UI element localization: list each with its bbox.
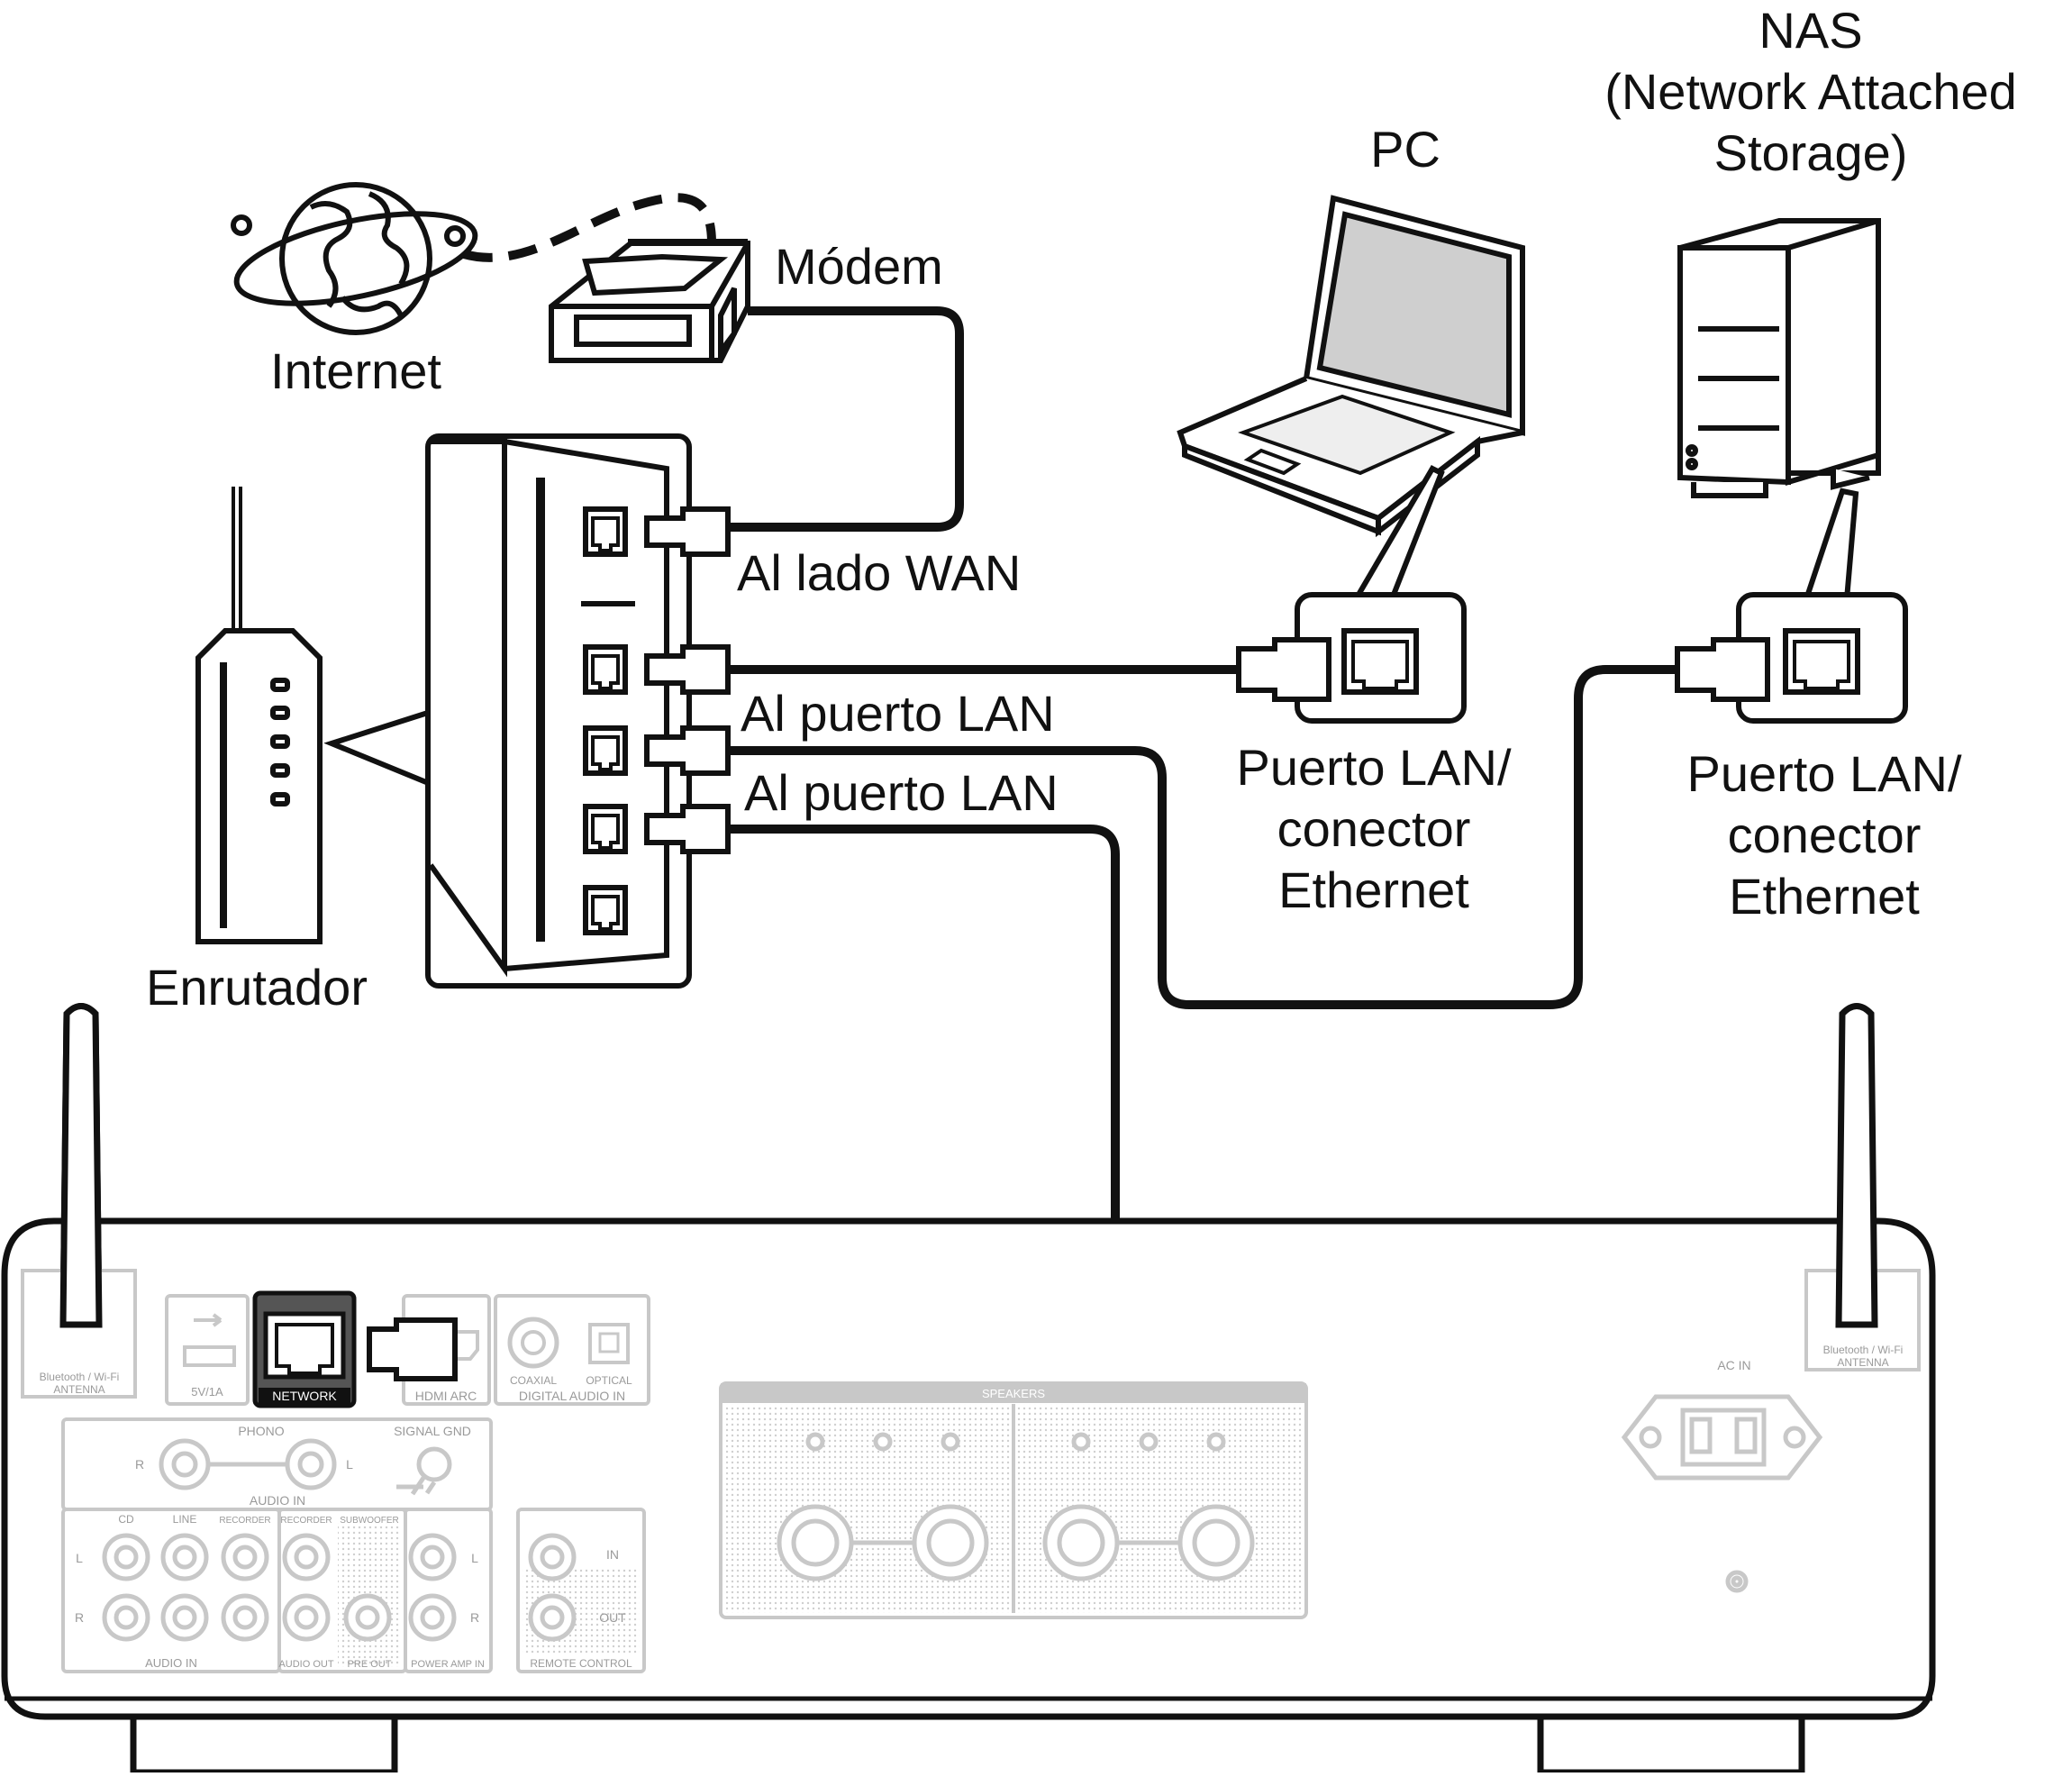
router-nas-cable <box>728 665 1677 1009</box>
pc-label: PC <box>1370 121 1440 178</box>
lan-port-label-2: Al puerto LAN <box>744 764 1059 821</box>
network-label: NETWORK <box>272 1389 337 1403</box>
amplifier-foot-right <box>1537 1713 1805 1776</box>
ac-inlet-icon <box>1621 1394 1823 1593</box>
wan-side-label: Al lado WAN <box>737 544 1022 601</box>
subwoofer-label: SUBWOOFER <box>340 1516 399 1526</box>
pc-laptop-icon <box>1177 195 1525 538</box>
optical-label: OPTICAL <box>586 1374 632 1387</box>
router-ports-callout <box>425 433 692 989</box>
signal-gnd-label: SIGNAL GND <box>394 1424 471 1438</box>
audio-in-l-label: L <box>76 1551 83 1565</box>
audio-in-top-label: AUDIO IN <box>250 1493 305 1508</box>
phono-l-label: L <box>346 1457 353 1472</box>
antenna-left-label-2: ANTENNA <box>53 1383 105 1396</box>
pre-out-label: PRE OUT <box>348 1659 392 1670</box>
nas-server-icon <box>1677 218 1881 498</box>
usb-label: 5V/1A <box>191 1385 223 1399</box>
internet-link-dashed <box>462 193 716 262</box>
power-amp-in-label: POWER AMP IN <box>411 1659 485 1670</box>
phono-r-label: R <box>135 1457 144 1472</box>
audio-in-bottom-label: AUDIO IN <box>145 1656 197 1670</box>
lan-port-label-1: Al puerto LAN <box>741 685 1055 742</box>
recorder-out-label: RECORDER <box>280 1516 332 1526</box>
amplifier-rear-panel <box>1 1003 1936 1776</box>
router-plugs <box>644 506 731 854</box>
antenna-right-icon <box>1804 1003 1921 1371</box>
digital-audio-in-label: DIGITAL AUDIO IN <box>519 1389 625 1403</box>
nas-ethernet-port-label: Puerto LAN/ conector Ethernet <box>1686 745 1962 925</box>
phono-label: PHONO <box>238 1424 284 1438</box>
power-amp-in-box <box>404 1508 493 1673</box>
remote-control-label: REMOTE CONTROL <box>530 1657 632 1670</box>
nas-label: NAS (Network Attached Storage) <box>1604 2 2017 181</box>
cd-label: CD <box>118 1513 134 1526</box>
amplifier-network-plug <box>367 1317 458 1381</box>
panel-labels: Bluetooth / Wi-Fi ANTENNA Bluetooth / Wi… <box>40 1344 1904 1670</box>
line-label: LINE <box>173 1513 197 1526</box>
hdmi-label: HDMI ARC <box>415 1389 477 1403</box>
remote-out-label: OUT <box>599 1610 626 1625</box>
router-label: Enrutador <box>146 959 368 1016</box>
power-amp-r-label: R <box>470 1610 479 1625</box>
pc-port-callout <box>1295 465 1467 724</box>
pc-plug <box>1236 637 1331 702</box>
audio-in-r-label: R <box>75 1610 84 1625</box>
modem-label: Módem <box>775 238 943 295</box>
audio-out-label: AUDIO OUT <box>278 1659 333 1670</box>
router-device-icon <box>195 487 323 944</box>
ac-in-label: AC IN <box>1717 1358 1750 1372</box>
antenna-left-icon <box>21 1003 137 1399</box>
remote-in-label: IN <box>606 1547 619 1562</box>
antenna-left-label-1: Bluetooth / Wi-Fi <box>40 1371 120 1383</box>
coaxial-label: COAXIAL <box>510 1374 557 1387</box>
power-amp-l-label: L <box>471 1551 478 1565</box>
recorder-in-label: RECORDER <box>219 1516 270 1526</box>
speakers-label: SPEAKERS <box>982 1387 1045 1400</box>
amplifier-foot-left <box>130 1713 398 1776</box>
antenna-right-label-1: Bluetooth / Wi-Fi <box>1823 1344 1904 1356</box>
router-callout-pointer <box>323 707 433 788</box>
pc-ethernet-port-label: Puerto LAN/ conector Ethernet <box>1236 739 1512 918</box>
internet-label: Internet <box>270 342 441 399</box>
internet-globe-icon <box>231 182 478 335</box>
modem-wan-cable <box>721 306 964 532</box>
nas-plug <box>1675 637 1770 702</box>
modem-device-icon <box>549 239 750 363</box>
antenna-right-label-2: ANTENNA <box>1837 1356 1888 1369</box>
